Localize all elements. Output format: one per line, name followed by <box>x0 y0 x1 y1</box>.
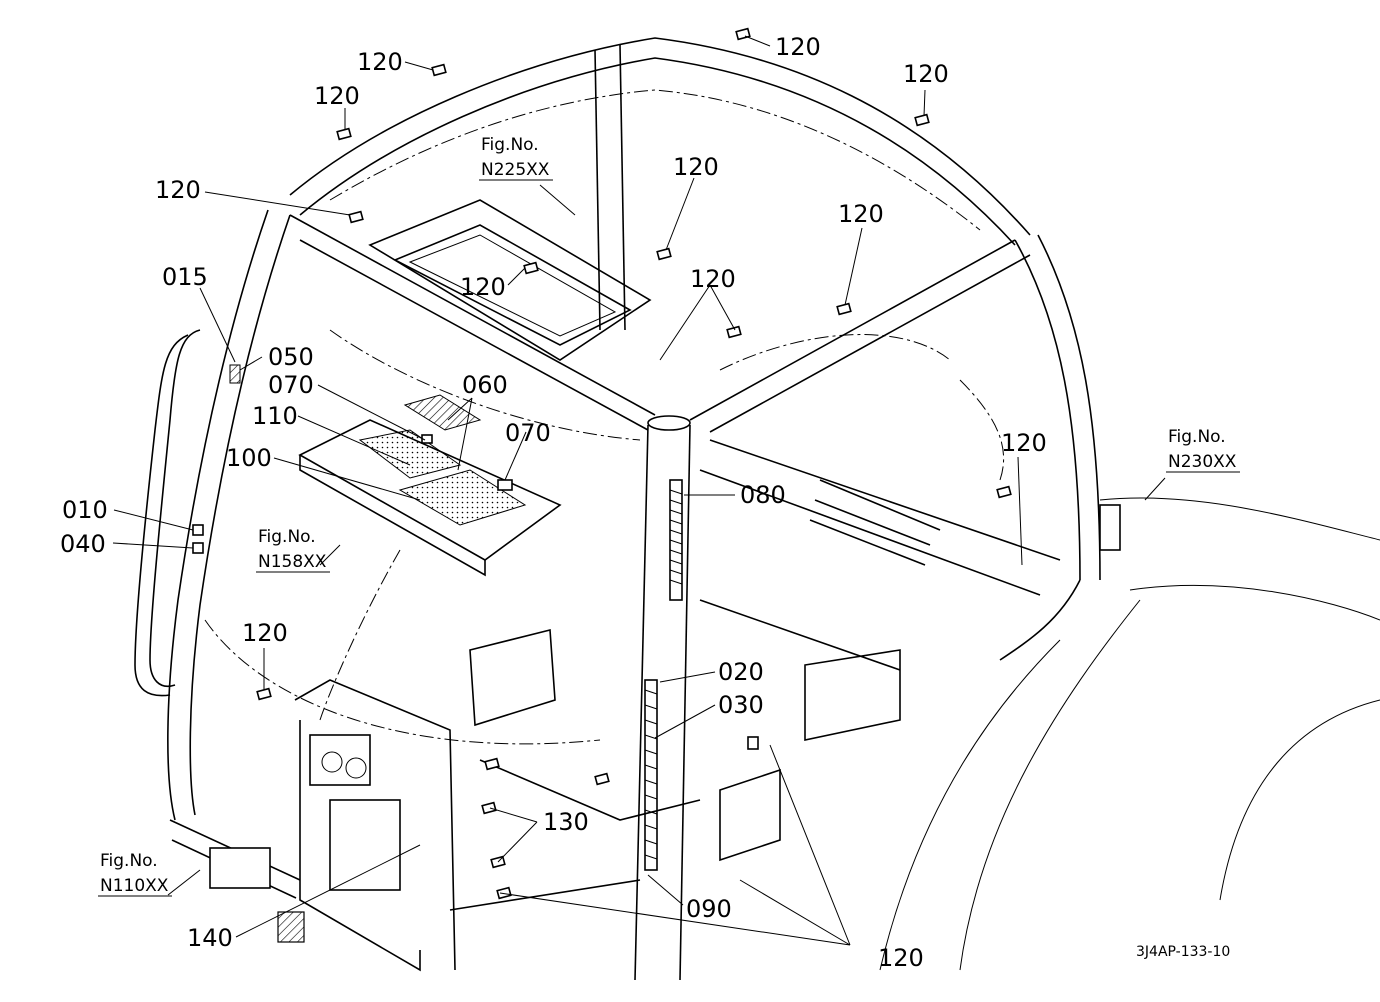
rear-floor-frame <box>699 439 1061 862</box>
front-cross-beam <box>289 214 1031 433</box>
fig-ref-label: Fig.No. <box>258 527 316 547</box>
callout-070: 070 <box>505 419 551 447</box>
fig-ref-n158: Fig.No. N158XX <box>256 527 330 573</box>
callout-090: 090 <box>686 895 732 923</box>
right-rear-pillar <box>999 234 1121 661</box>
fig-ref-label: Fig.No. <box>100 851 158 871</box>
callout-040: 040 <box>60 530 106 558</box>
instrument-shelf <box>298 394 562 577</box>
center-post <box>634 415 691 981</box>
fig-ref-n110: Fig.No. N110XX <box>98 851 172 897</box>
callout-120: 120 <box>775 33 821 61</box>
callout-010: 010 <box>62 496 108 524</box>
fig-ref-label: Fig.No. <box>481 135 539 155</box>
fig-ref-number: N110XX <box>100 876 169 896</box>
clip-parts <box>192 27 1012 943</box>
callout-120: 120 <box>242 619 288 647</box>
callout-120: 120 <box>1001 429 1047 457</box>
callout-120: 120 <box>878 944 924 972</box>
reference-lines <box>204 329 1005 745</box>
left-front-pillar <box>134 209 301 899</box>
leader-lines <box>112 35 1166 946</box>
drawing-code: 3J4AP-133-10 <box>1136 944 1230 960</box>
callout-070: 070 <box>268 371 314 399</box>
callout-140: 140 <box>187 924 233 952</box>
callout-100: 100 <box>226 444 272 472</box>
callout-020: 020 <box>718 658 764 686</box>
fig-ref-n225: Fig.No. N225XX <box>479 135 553 181</box>
callout-labels: 120 120 120 120 120 120 120 120 120 120 … <box>60 33 1047 972</box>
callout-120: 120 <box>838 200 884 228</box>
rear-fender <box>879 497 1380 971</box>
lower-console <box>294 628 701 972</box>
callout-110: 110 <box>252 402 298 430</box>
callout-120: 120 <box>673 153 719 181</box>
fig-ref-number: N158XX <box>258 552 327 572</box>
callout-120: 120 <box>155 176 201 204</box>
callout-120: 120 <box>690 265 736 293</box>
callout-120: 120 <box>460 273 506 301</box>
callout-015: 015 <box>162 263 208 291</box>
callout-120: 120 <box>357 48 403 76</box>
callout-120: 120 <box>314 82 360 110</box>
fig-ref-n230: Fig.No. N230XX <box>1166 427 1240 473</box>
roof-hatch-frame <box>368 199 652 361</box>
fig-ref-number: N225XX <box>481 160 550 180</box>
callout-130: 130 <box>543 808 589 836</box>
callout-120: 120 <box>903 60 949 88</box>
callout-050: 050 <box>268 343 314 371</box>
roof-arch <box>289 37 1031 331</box>
callout-030: 030 <box>718 691 764 719</box>
fig-ref-label: Fig.No. <box>1168 427 1226 447</box>
callout-060: 060 <box>462 371 508 399</box>
callout-080: 080 <box>740 481 786 509</box>
fig-ref-number: N230XX <box>1168 452 1237 472</box>
